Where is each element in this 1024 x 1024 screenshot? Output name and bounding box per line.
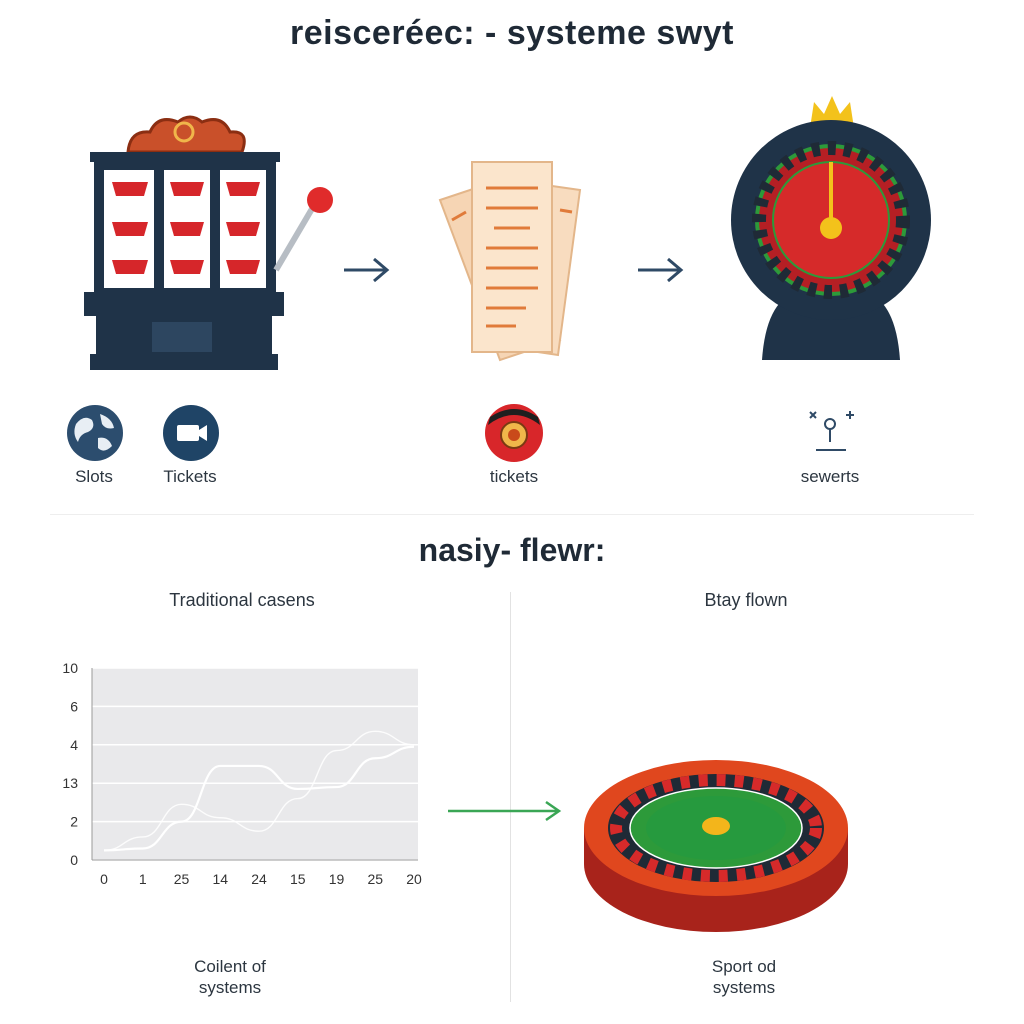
x-tick-label: 25 (174, 871, 190, 887)
section-divider (50, 514, 974, 515)
section-title: nasiy- flewr: (418, 532, 606, 568)
left-column-heading: Traditional casens (169, 590, 315, 610)
x-tick-label: 25 (367, 871, 383, 887)
video-camera-icon (163, 405, 219, 461)
y-tick-label: 10 (62, 660, 78, 676)
label-sewerts: sewerts (800, 467, 860, 486)
tickets-icon (438, 161, 582, 362)
y-tick-label: 6 (70, 698, 78, 714)
x-tick-label: 15 (290, 871, 306, 887)
x-tick-label: 20 (406, 871, 422, 887)
column-divider (510, 592, 511, 1002)
flow-arrow-2 (638, 257, 684, 283)
x-tick-label: 14 (212, 871, 228, 887)
left-caption: Coilent of systems (194, 957, 266, 997)
label-tickets: Tickets (163, 467, 217, 486)
right-caption: Sport od systems (711, 957, 777, 997)
globe-icon (67, 405, 123, 461)
x-tick-label: 24 (251, 871, 267, 887)
y-tick-label: 2 (70, 814, 78, 830)
label-tickets-lower: tickets (489, 467, 539, 486)
flow-arrow-1 (344, 257, 390, 283)
joystick-icon (809, 411, 854, 451)
slot-machine-icon (84, 115, 333, 370)
roulette-wheel-icon (731, 96, 931, 360)
x-tick-label: 1 (139, 871, 147, 887)
transition-arrow (448, 800, 562, 822)
label-slots: Slots (75, 467, 113, 486)
page-title: reisceréec: - systeme swyt (290, 14, 734, 52)
seal-badge-icon (485, 404, 543, 462)
series-line-2 (103, 730, 415, 852)
series-line-1 (103, 745, 415, 852)
x-tick-label: 19 (329, 871, 345, 887)
y-tick-label: 4 (70, 737, 78, 753)
right-column-heading: Btay flown (704, 590, 788, 610)
x-tick-label: 0 (100, 871, 108, 887)
roulette-table-icon (584, 760, 848, 932)
y-tick-label: 0 (70, 852, 78, 868)
line-chart: 0 2 13 4 6 10 0 1 25 14 24 15 19 25 20 (62, 660, 422, 887)
y-tick-label: 13 (62, 775, 78, 791)
